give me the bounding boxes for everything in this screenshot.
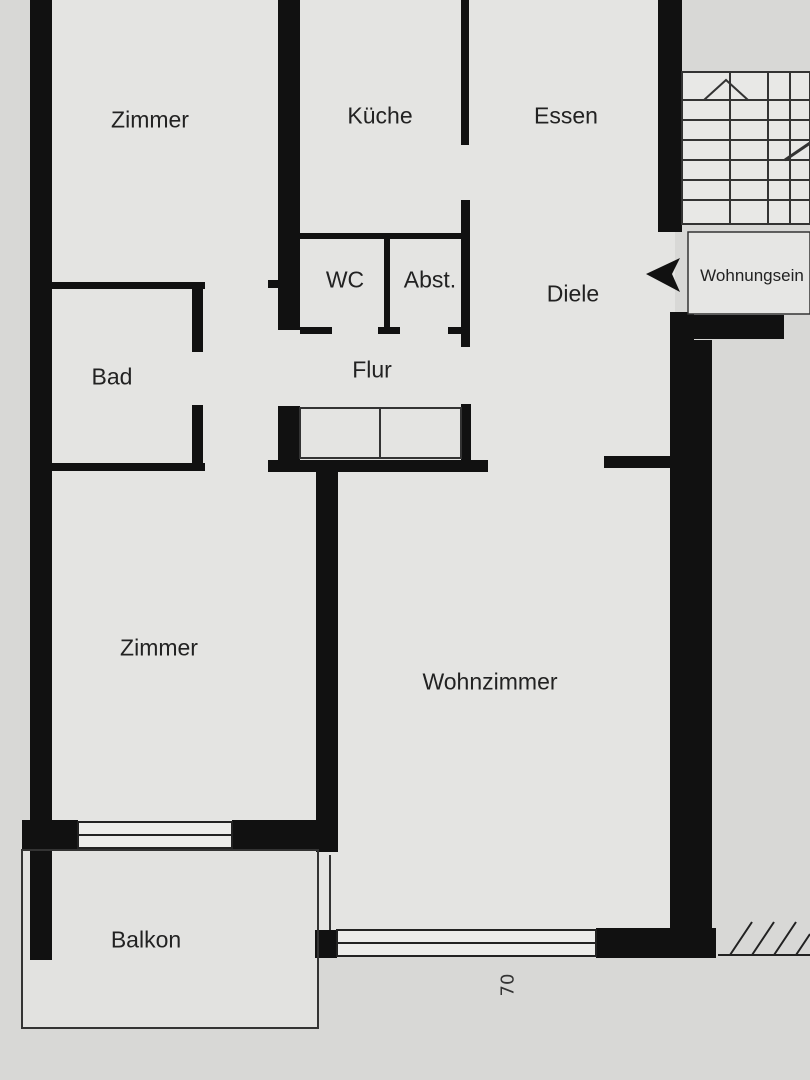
entrance-area xyxy=(687,231,810,315)
room-label-essen: Essen xyxy=(534,102,598,129)
wall-right-outer xyxy=(694,340,712,955)
wall-abst-diele xyxy=(461,200,470,347)
wall-kueche-essen xyxy=(461,0,469,145)
stair-area xyxy=(681,71,810,225)
wall-closet-left xyxy=(278,406,300,466)
wall-closet-right xyxy=(461,404,471,464)
room-label-kueche: Küche xyxy=(347,102,413,129)
wall-zimmer-kueche xyxy=(278,0,300,330)
wall-bad-bottom xyxy=(50,463,205,471)
wall-abst-bottom xyxy=(448,327,468,334)
wall-wc-top xyxy=(300,233,468,239)
wall-bottom-mid xyxy=(232,820,332,850)
hatch-line xyxy=(729,921,753,956)
wall-bad-top xyxy=(50,282,205,289)
wall-stub xyxy=(268,280,280,288)
wall-flur-bottom xyxy=(268,460,488,472)
wall-stair-landing xyxy=(694,315,784,339)
hatch-line xyxy=(773,921,797,956)
wall-left xyxy=(30,0,52,960)
closet xyxy=(299,407,462,459)
hatch-line xyxy=(751,921,775,956)
wall-bad-right-b xyxy=(192,405,203,470)
balcony-outline xyxy=(21,849,319,1029)
room-label-abst: Abst. xyxy=(403,266,457,293)
staircase xyxy=(681,71,810,225)
balcony-floor xyxy=(22,850,318,1028)
windows xyxy=(77,821,597,957)
room-label-diele: Diele xyxy=(546,280,600,307)
wall-wc-bottom-b xyxy=(378,327,400,334)
wall-diele-bottom xyxy=(604,456,674,468)
wall-wc-abst xyxy=(384,239,390,332)
wall-bad-right-a xyxy=(192,282,203,352)
room-label-zimmer-bottom: Zimmer xyxy=(120,634,198,661)
wall-bottom-wohn-left xyxy=(315,930,337,958)
hatch-line xyxy=(795,933,810,956)
wall-right-lower xyxy=(670,312,694,952)
room-label-wc: WC xyxy=(325,266,365,293)
handwritten-annotation: 70 xyxy=(497,973,519,997)
interior-walls xyxy=(50,0,674,852)
balcony xyxy=(21,849,331,1029)
wall-wc-bottom-a xyxy=(300,327,332,334)
room-label-zimmer-top: Zimmer xyxy=(111,106,189,133)
stair-direction-line xyxy=(784,141,810,162)
room-label-bad: Bad xyxy=(91,363,133,390)
exterior-walls xyxy=(22,0,784,960)
wall-bottom-wohn-right xyxy=(596,928,716,958)
arrow-left-icon xyxy=(646,258,680,292)
wall-zimmer-wohn xyxy=(316,472,338,852)
room-label-wohnzimmer: Wohnzimmer xyxy=(422,668,558,695)
entrance-label: Wohnungsein xyxy=(700,266,804,285)
room-label-balkon: Balkon xyxy=(110,926,182,953)
hatching xyxy=(718,921,810,956)
wall-bottom-left xyxy=(22,820,78,850)
room-label-flur: Flur xyxy=(352,356,392,383)
wall-right-upper xyxy=(658,0,682,232)
arrow-up-icon xyxy=(703,78,749,101)
